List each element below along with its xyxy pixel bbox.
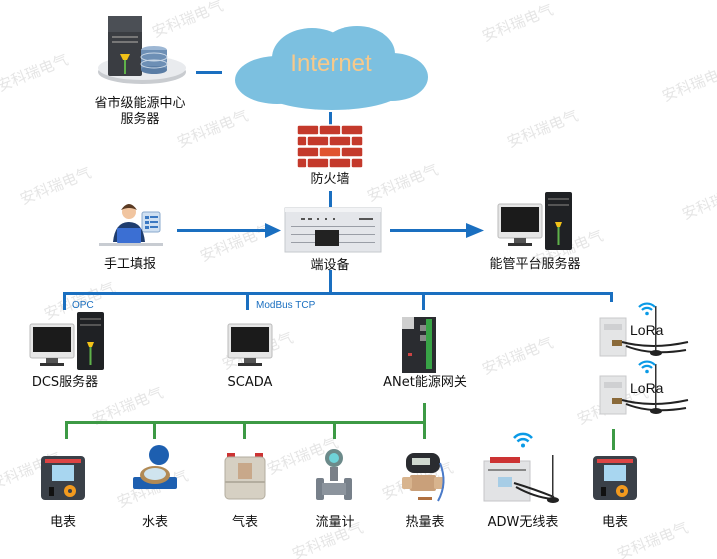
lora-module-node-2[interactable]: LoRa [598,360,690,416]
link-internet-firewall [329,112,332,125]
link-lora-power-meter [612,429,615,450]
field-device-label: 气表 [231,515,258,530]
gateway-icon [402,317,436,373]
field-device-flow-meter[interactable] [314,448,354,502]
field-device-label: 电表 [601,515,628,530]
internet-label: Internet [290,50,372,77]
drop-flow-meter [333,421,336,439]
desktop-server-icon [497,192,572,250]
lora-module-icon [599,364,689,415]
link-anet-fieldbus [423,403,426,439]
watermark: 安科瑞电气 [364,160,441,206]
anet-gateway-label: ANet能源网关 [383,375,467,390]
edge-device-label: 端设备 [310,258,350,273]
field-device-adw-wireless-meter[interactable] [483,455,564,505]
lora-module-icon [599,306,689,357]
power-meter-icon [41,456,85,500]
firewall-icon [296,124,364,169]
field-device-gas-meter[interactable] [224,453,266,501]
rack-device-icon [284,207,382,253]
firewall-node[interactable] [295,124,367,170]
drop-water-meter [153,421,156,439]
drop-modbus [246,292,249,310]
lora-label-1: LoRa [630,322,664,338]
edge-device-node[interactable] [284,207,382,253]
gas-meter-icon [224,453,266,500]
flow-meter-icon [316,449,352,500]
link-edge-bus [329,270,332,293]
wifi-icon [638,360,656,374]
provincial-server-label-line2: 服务器 [120,112,160,127]
drop-opc [63,292,66,310]
watermark: 安科瑞电气 [679,178,717,224]
field-device-power-meter-1[interactable] [40,455,86,501]
protocol-label-modbus: ModBus TCP [256,300,316,311]
desktop-server-icon [29,312,104,370]
watermark: 安科瑞电气 [659,60,717,106]
platform-server-label: 能管平台服务器 [489,257,581,272]
server-database-icon [98,16,186,84]
wifi-icon [513,432,533,448]
monitor-icon [227,323,273,366]
person-laptop-icon [99,204,163,246]
platform-server-node[interactable] [497,192,574,252]
network-bus [63,292,613,295]
dcs-server-node[interactable] [29,312,106,372]
drop-power-meter [65,421,68,439]
provincial-server-node[interactable] [92,8,192,88]
anet-gateway-node[interactable] [400,317,440,373]
lora-module-node-1[interactable]: LoRa [598,302,690,358]
lora-label-2: LoRa [630,380,664,396]
internet-node[interactable]: Internet [232,22,430,114]
power-meter-icon [593,456,637,500]
wireless-meter-icon [483,455,559,503]
protocol-label-opc: OPC [72,300,94,311]
water-meter-icon [133,445,177,489]
field-device-water-meter[interactable] [131,445,179,501]
link-server-internet [196,71,222,74]
field-device-label: 电表 [49,515,76,530]
manual-entry-node[interactable] [97,200,165,248]
watermark: 安科瑞电气 [479,333,556,379]
field-device-label: 热量表 [405,515,445,530]
arrow-manual-to-edge [177,223,281,238]
arrow-edge-to-platform [390,223,484,238]
scada-label: SCADA [227,375,273,390]
watermark: 安科瑞电气 [0,50,71,96]
watermark: 安科瑞电气 [479,0,556,46]
field-device-label: 流量计 [315,515,355,530]
provincial-server-label-line1: 省市级能源中心 [94,96,186,111]
link-firewall-edge [329,191,332,207]
field-device-label: ADW无线表 [487,515,559,530]
cloud-icon [235,26,428,110]
firewall-label: 防火墙 [310,172,350,187]
drop-lora [610,292,613,302]
wifi-icon [638,302,656,316]
field-device-label: 水表 [141,515,168,530]
drop-gas-meter [243,421,246,439]
field-device-heat-meter[interactable] [402,453,450,505]
field-device-power-meter-2[interactable] [592,455,638,501]
manual-entry-label: 手工填报 [103,257,156,272]
drop-anet [422,292,425,310]
watermark: 安科瑞电气 [504,106,581,152]
scada-node[interactable] [226,323,274,370]
dcs-server-label: DCS服务器 [31,375,99,390]
watermark: 安科瑞电气 [17,163,94,209]
heat-meter-icon [402,453,445,502]
